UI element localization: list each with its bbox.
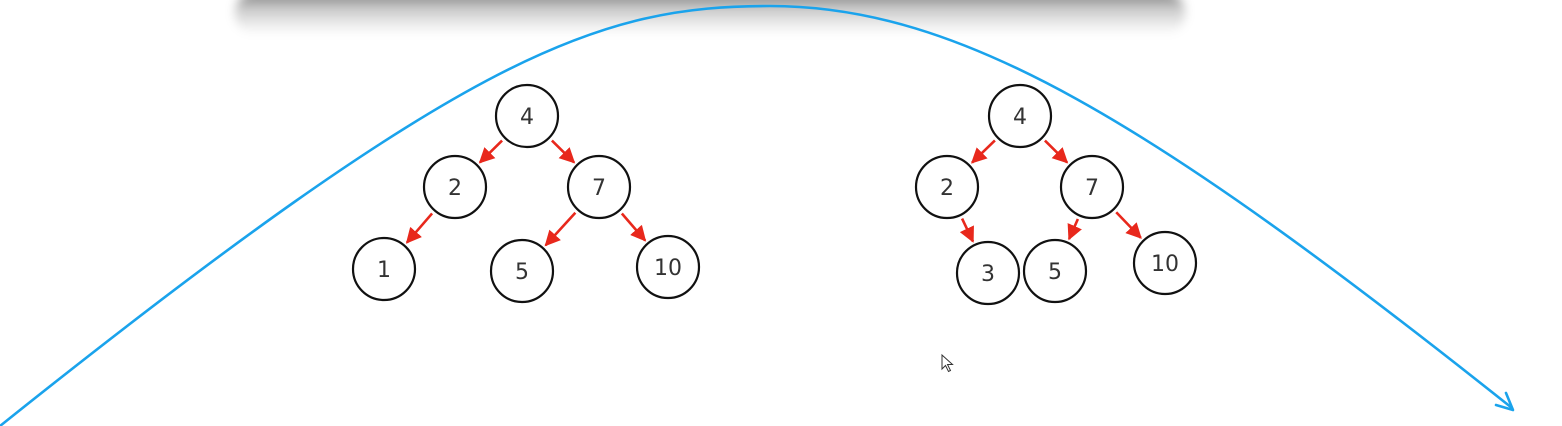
- edge-R7-R10: [1115, 211, 1142, 239]
- node-circle: [635, 234, 701, 300]
- arc-curve: [0, 4, 1513, 426]
- nodes-layer: 4 2 7 1 5 10 4 2 7 3 5 10: [351, 83, 1198, 306]
- node-label: 7: [1085, 176, 1099, 201]
- node-label: 2: [448, 176, 462, 201]
- node-label: 2: [940, 176, 954, 201]
- edge-L7-L10: [620, 212, 647, 242]
- node-circle: [987, 83, 1053, 149]
- mouse-pointer-icon: [941, 353, 954, 373]
- right-tree-node-4: 4: [987, 83, 1053, 149]
- node-label: 3: [981, 262, 995, 287]
- node-circle: [422, 154, 488, 220]
- edge-R7-R5: [1067, 218, 1082, 241]
- right-tree-node-3: 3: [955, 240, 1021, 306]
- node-label: 1: [377, 258, 391, 283]
- right-tree-node-2: 2: [914, 154, 980, 220]
- node-circle: [494, 83, 560, 149]
- right-tree-node-10: 10: [1132, 230, 1198, 296]
- edge-L4-L2: [478, 139, 503, 164]
- left-tree-node-2: 2: [422, 154, 488, 220]
- left-tree-node-1: 1: [351, 236, 417, 302]
- node-label: 7: [592, 176, 606, 201]
- left-tree-node-5: 5: [489, 238, 555, 304]
- node-circle: [1132, 230, 1198, 296]
- node-circle: [955, 240, 1021, 306]
- node-label: 5: [1048, 260, 1062, 285]
- node-circle: [566, 154, 632, 220]
- node-circle: [914, 154, 980, 220]
- arc-arrowhead: [1494, 391, 1515, 412]
- edges-layer: [405, 139, 1142, 247]
- edge-R4-R2: [970, 139, 996, 164]
- edge-R4-R7: [1044, 139, 1069, 164]
- transform-arc: [0, 4, 1515, 426]
- node-label: 4: [1013, 105, 1027, 130]
- left-tree-node-7: 7: [566, 154, 632, 220]
- edge-L7-L5: [544, 211, 577, 247]
- left-tree-node-4: 4: [494, 83, 560, 149]
- top-shadow: [235, 0, 1185, 34]
- node-label: 10: [1151, 252, 1179, 277]
- node-circle: [489, 238, 555, 304]
- node-circle: [1022, 238, 1088, 304]
- node-circle: [351, 236, 417, 302]
- edge-L2-L1: [405, 212, 434, 244]
- node-label: 10: [654, 256, 682, 281]
- right-tree-node-5: 5: [1022, 238, 1088, 304]
- node-circle: [1059, 154, 1125, 220]
- node-label: 5: [515, 260, 529, 285]
- edge-L4-L7: [551, 139, 576, 164]
- right-tree-node-7: 7: [1059, 154, 1125, 220]
- left-tree-node-10: 10: [635, 234, 701, 300]
- node-label: 4: [520, 105, 534, 130]
- edge-R2-R3: [959, 218, 975, 243]
